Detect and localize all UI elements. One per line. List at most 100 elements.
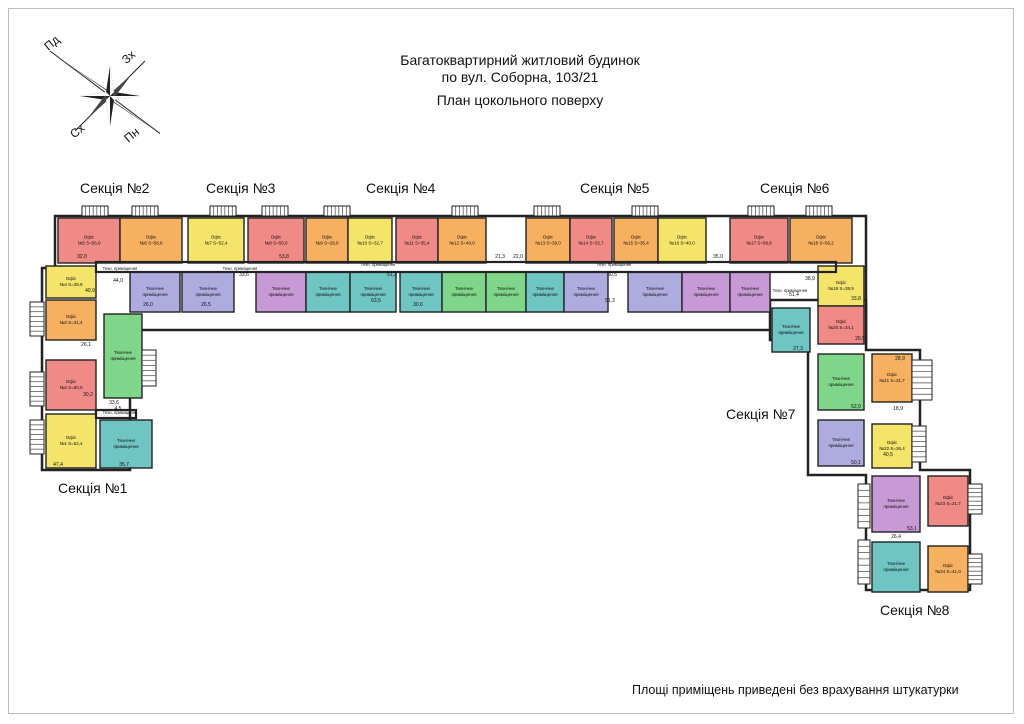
stair-s3b-outline bbox=[261, 205, 289, 217]
tech-room-6b-room bbox=[771, 307, 811, 353]
area-label-a33_8: 33,8 bbox=[851, 296, 861, 302]
tech-room-3-type: Технічне bbox=[272, 286, 290, 291]
office-9-room bbox=[305, 217, 349, 264]
office-5-label: №5 S=56,0 bbox=[78, 241, 101, 246]
office-3-type: Офіс bbox=[66, 314, 77, 319]
stair-s1b-outline bbox=[29, 371, 45, 407]
title-line-2: по вул. Соборна, 103/21 bbox=[441, 69, 599, 85]
stair-s1a-outline bbox=[29, 301, 45, 337]
area-label-a40_5: 40,5 bbox=[883, 452, 893, 458]
stair-s2a-outline bbox=[81, 205, 109, 217]
area-label-a33_6: 33,6 bbox=[239, 272, 249, 278]
tech-room-8b-room bbox=[871, 541, 921, 593]
area-label-a50_1: 50,1 bbox=[851, 460, 861, 466]
tech-room-7b-type: Технічне bbox=[832, 437, 850, 442]
area-label-a53_1: 53,1 bbox=[907, 526, 917, 532]
stair-s3a bbox=[209, 205, 237, 217]
office-4-type: Офіс bbox=[66, 276, 77, 281]
office-23-label: №23 S=31,7 bbox=[935, 501, 961, 506]
stair-s2b-outline bbox=[131, 205, 159, 217]
office-14-type: Офіс bbox=[586, 235, 597, 240]
area-label-a26_1: 26,1 bbox=[81, 342, 91, 348]
office-17-label: №17 S=58,8 bbox=[746, 241, 772, 246]
area-label-a30_6: 30,6 bbox=[413, 302, 423, 308]
drawing-title: Багатоквартирний житловий будинок по вул… bbox=[360, 52, 680, 86]
office-13-type: Офіс bbox=[543, 235, 554, 240]
stair-s6a bbox=[747, 205, 775, 217]
office-24-label: №24 S=41,0 bbox=[935, 569, 961, 574]
corridor-label-1: Техн. приміщення bbox=[103, 266, 138, 271]
stair-s7b bbox=[911, 425, 927, 463]
stair-s7a bbox=[911, 359, 933, 401]
stair-s8b-outline bbox=[857, 539, 871, 585]
office-19-label: №19 S=38,9 bbox=[828, 286, 854, 291]
office-15-type: Офіс bbox=[631, 235, 642, 240]
section-label-1: Секція №1 bbox=[58, 480, 128, 496]
tech-room-7a-label: приміщення bbox=[828, 382, 854, 387]
area-label-a35_7: 35,7 bbox=[119, 462, 129, 468]
tech-room-8a-type: Технічне bbox=[887, 498, 905, 503]
tech-room-5d-type: Технічне bbox=[697, 286, 715, 291]
stair-s6b-outline bbox=[805, 205, 833, 217]
tech-room-1b-label: приміщення bbox=[113, 444, 139, 449]
area-label-a52_0: 52,0 bbox=[851, 404, 861, 410]
area-label-a63_5: 63,5 bbox=[371, 298, 381, 304]
tech-room-1a-label: приміщення bbox=[110, 356, 136, 361]
office-3-label: №3 S=41,4 bbox=[60, 320, 83, 325]
tech-room-5c-type: Технічне bbox=[646, 286, 664, 291]
stair-s8d bbox=[967, 553, 983, 585]
footnote: Площі приміщень приведені без врахування… bbox=[632, 683, 959, 697]
tech-room-2a-label: приміщення bbox=[142, 292, 168, 297]
office-5-room bbox=[57, 217, 121, 264]
office-18-room bbox=[789, 217, 853, 264]
corridor-top bbox=[94, 260, 838, 274]
tech-room-7b-label: приміщення bbox=[828, 443, 854, 448]
office-4-room bbox=[45, 265, 97, 299]
tech-room-1a-type: Технічне bbox=[114, 350, 132, 355]
office-23-room bbox=[927, 475, 969, 527]
office-2-label: №2 S=60,0 bbox=[60, 385, 83, 390]
stair-s5a bbox=[533, 205, 561, 217]
area-label-a51_4: 51,4 bbox=[789, 292, 799, 298]
tech-room-5b-type: Технічне bbox=[577, 286, 595, 291]
page-frame bbox=[8, 8, 1014, 714]
tech-room-7a-type: Технічне bbox=[832, 376, 850, 381]
tech-room-4c-room bbox=[399, 271, 443, 313]
area-label-a26_5: 26,5 bbox=[201, 302, 211, 308]
corridor-label-4: Техн. приміщення bbox=[597, 262, 632, 267]
office-17-type: Офіс bbox=[754, 235, 765, 240]
tech-room-2b-label: приміщення bbox=[195, 292, 221, 297]
corridor-label-6: Техн. приміщення bbox=[773, 288, 808, 293]
tech-room-4e-type: Технічне bbox=[497, 286, 515, 291]
area-label-a26_4: 26,4 bbox=[891, 534, 901, 540]
area-label-a44_0: 44,0 bbox=[113, 278, 123, 284]
area-label-a22_0: 22,0 bbox=[513, 254, 523, 260]
office-14-label: №14 S=32,7 bbox=[578, 241, 604, 246]
corridor-label-5: Техн. приміщення bbox=[103, 410, 138, 415]
office-19-type: Офіс bbox=[836, 280, 847, 285]
stair-s4a bbox=[323, 205, 351, 217]
stair-s8c bbox=[967, 483, 983, 515]
tech-room-1b-type: Технічне bbox=[117, 438, 135, 443]
tech-room-5b-label: приміщення bbox=[573, 292, 599, 297]
stair-s1a bbox=[29, 301, 45, 337]
compass-rose: Пд Зх Сх Пн bbox=[20, 22, 171, 162]
office-7-type: Офіс bbox=[211, 235, 222, 240]
office-9-label: №9 S=29,0 bbox=[316, 241, 339, 246]
area-label-a47_4: 47,4 bbox=[53, 462, 63, 468]
office-2-type: Офіс bbox=[66, 379, 77, 384]
